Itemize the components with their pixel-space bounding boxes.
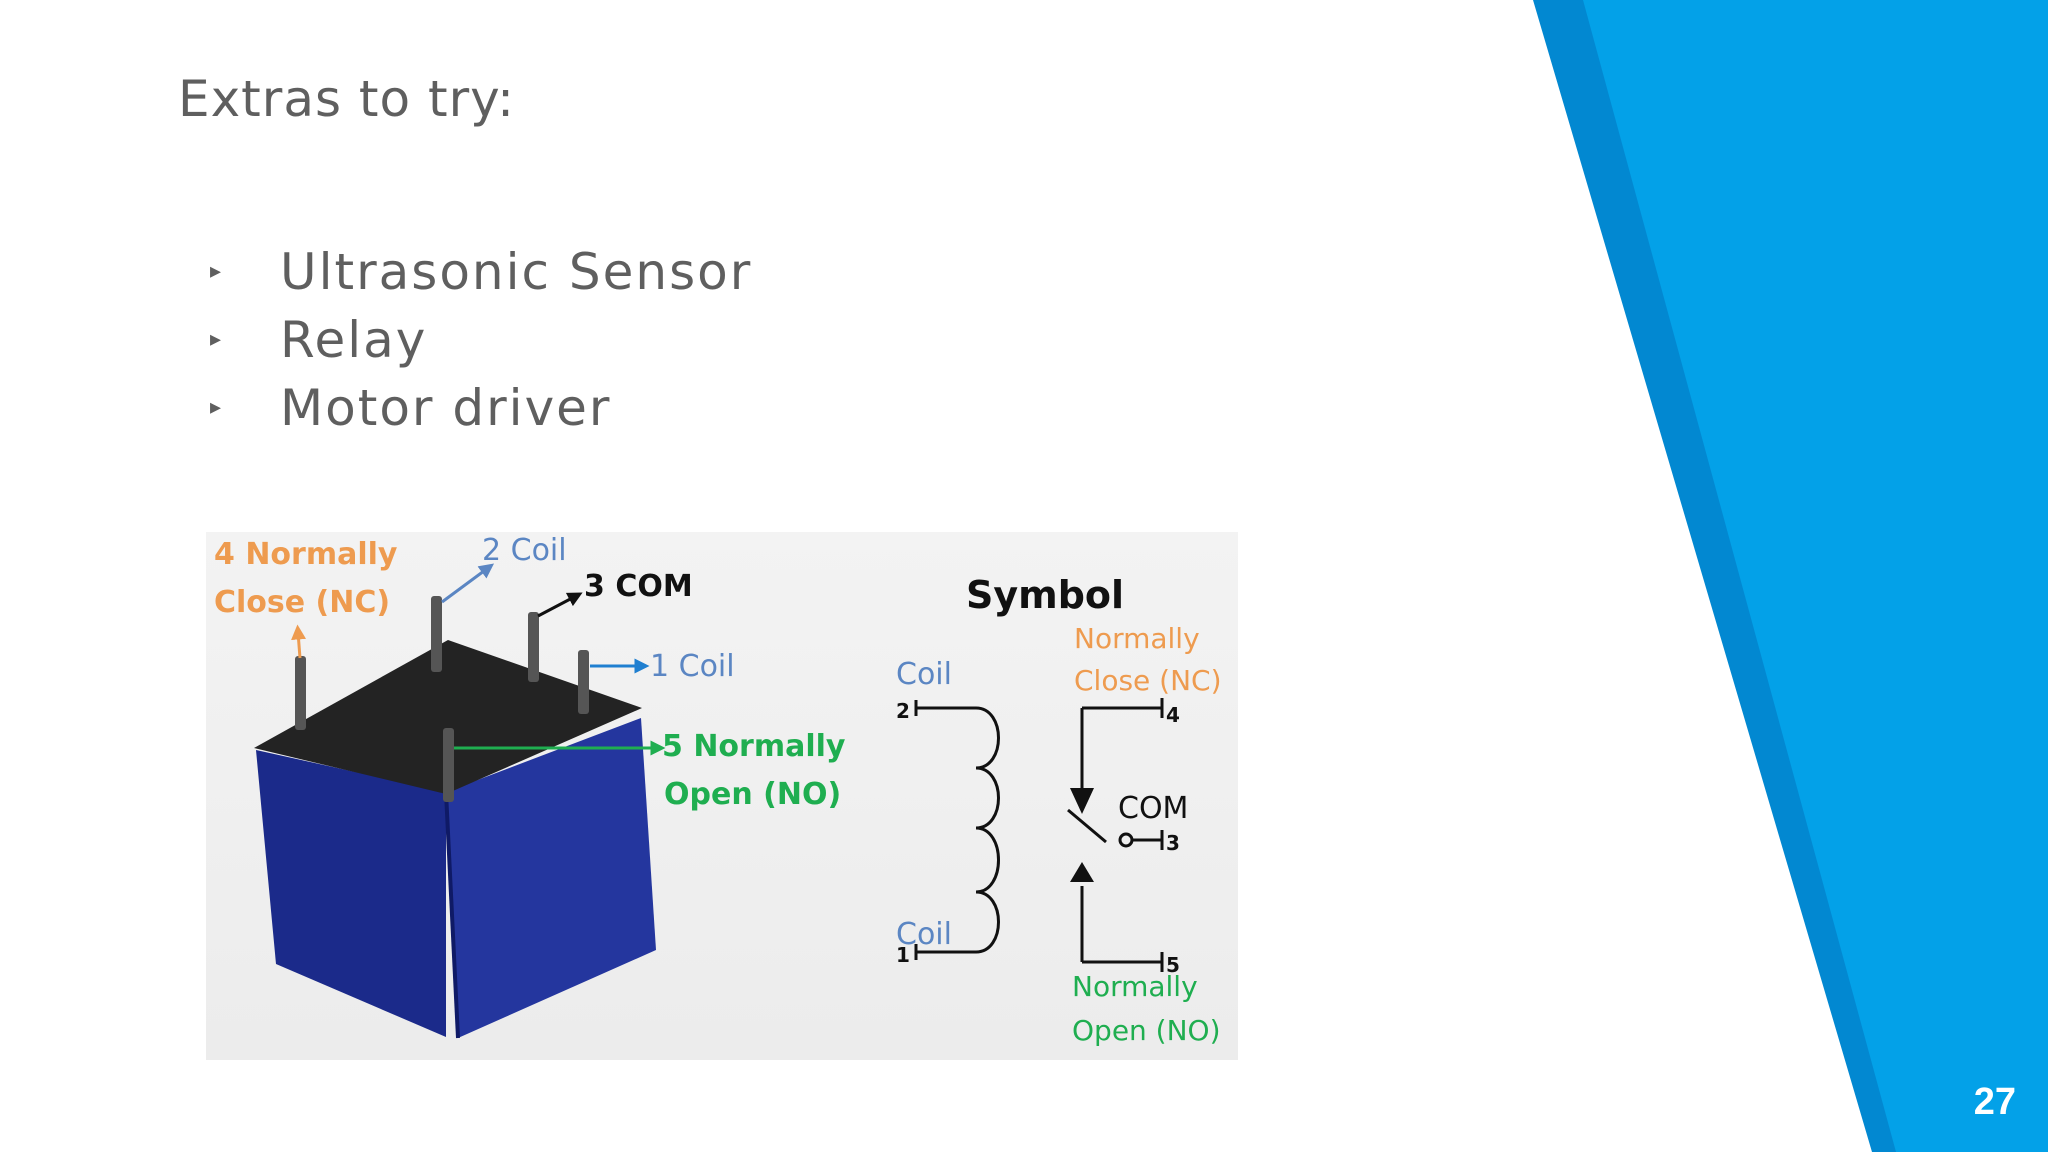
bullet-text: Ultrasonic Sensor [280,243,753,301]
coil-top-label: Coil [896,657,952,692]
switch-symbol [1067,698,1164,972]
pin-2 [431,596,442,672]
relay-figure: 4 Normally Close (NC) 2 Coil 3 COM 1 Coi… [206,532,1238,1060]
pin5-label-line1: 5 Normally [662,729,846,764]
band-main [1583,0,2048,1152]
arrow-pin3 [537,592,583,618]
no-label-line1: Normally [1072,970,1198,1003]
pin-3 [528,612,539,682]
triangle-bullet-icon: ▸ [210,327,224,352]
com-label: COM [1118,791,1188,826]
symbol-title: Symbol [966,573,1124,617]
pin-4 [295,656,306,730]
pin4-label-line1: 4 Normally [214,537,398,572]
terminal-3-label: 3 [1166,831,1180,855]
arrow-up-icon [1070,862,1094,882]
pin1-label: 1 Coil [650,649,735,684]
arrow-pin4 [291,624,307,659]
terminal-5-label: 5 [1166,953,1180,977]
terminal-2-label: 2 [896,699,910,723]
relay-top-face [254,640,642,794]
coil-bottom-label: Coil [896,917,952,952]
relay-edge [444,791,460,1039]
no-label-line2: Open (NO) [1072,1014,1221,1047]
pin4-label-line2: Close (NC) [214,585,390,620]
slide-title: Extras to try: [178,70,515,128]
triangle-bullet-icon: ▸ [210,259,224,284]
page-number: 27 [1973,1081,2016,1123]
bullet-text: Motor driver [280,379,612,437]
terminal-1-label: 1 [896,943,910,967]
relay-pins [295,596,589,802]
relay-body [254,640,656,1039]
bullet-text: Relay [280,311,428,369]
relay-front-face [446,718,656,1038]
arrow-down-icon [1070,788,1094,814]
pin5-label-line2: Open (NO) [664,777,841,812]
pin3-label: 3 COM [584,569,693,604]
triangle-bullet-icon: ▸ [210,395,224,420]
coil-symbol [914,700,1000,960]
pin-5 [443,728,454,802]
nc-label-line2: Close (NC) [1074,664,1222,697]
relay-left-face [256,750,446,1037]
terminal-4-label: 4 [1166,703,1180,727]
pin-1 [578,650,589,714]
nc-label-line1: Normally [1074,622,1200,655]
arrow-pin2 [441,563,495,604]
pin2-label: 2 Coil [482,533,567,568]
